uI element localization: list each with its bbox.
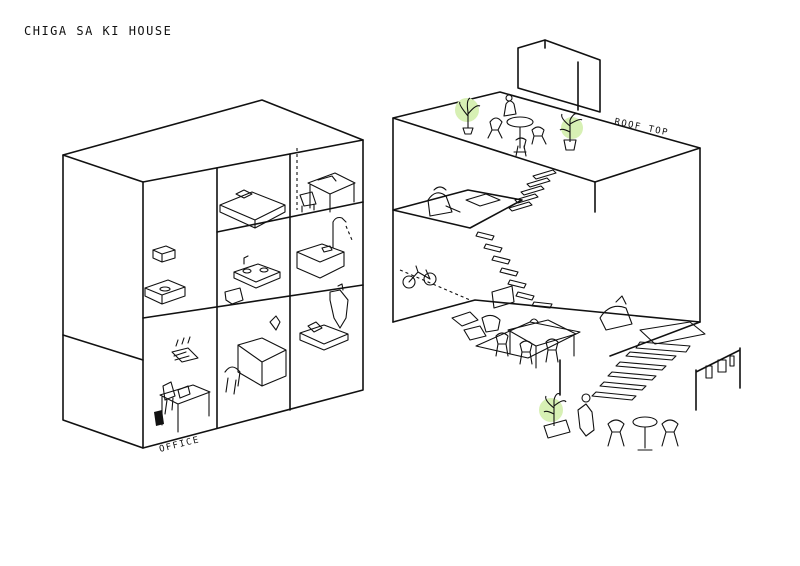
bed-icon xyxy=(219,191,286,229)
staircase-steps xyxy=(475,169,691,401)
garden-chair-icon-2 xyxy=(661,419,679,447)
garden-person-icon xyxy=(577,403,595,437)
office-chair-icon xyxy=(162,381,176,415)
monitor-icon xyxy=(177,385,191,399)
printer-icon xyxy=(154,410,164,426)
cushion-icon xyxy=(307,321,323,333)
garden-table-icon xyxy=(632,416,658,428)
dining-platform xyxy=(475,321,581,359)
pouf-icon xyxy=(463,325,487,341)
right-building: ROOF TOP xyxy=(392,39,741,451)
dining-chair-icon-2 xyxy=(519,340,533,365)
rooftop-plant-icon-2 xyxy=(559,113,583,142)
rooftop-chair-icon-3 xyxy=(515,137,527,157)
ground-dashed-line xyxy=(399,269,471,301)
sofa-bed-icon xyxy=(237,337,287,387)
laundry-basket-icon xyxy=(224,287,244,305)
basin-icon-2 xyxy=(259,267,269,273)
dining-chair-icon-3 xyxy=(545,338,559,363)
dining-table-legs-icon xyxy=(509,331,575,369)
left-building-front-face xyxy=(62,154,144,449)
rooftop-plant-glow xyxy=(455,98,479,122)
sink-icon xyxy=(159,286,171,292)
desk-icon xyxy=(307,172,356,213)
rooftop-plant-icon xyxy=(459,97,481,128)
dining-chair-icon xyxy=(495,332,509,357)
rooftop-slab xyxy=(392,91,701,183)
person-head-icon xyxy=(505,94,513,102)
ground-floor-slab xyxy=(392,299,701,357)
box-icon xyxy=(152,245,176,263)
bicycle-wheel-icon-2 xyxy=(423,272,437,286)
bicycle-icon xyxy=(408,265,431,283)
left-building: OFFICE xyxy=(62,99,364,455)
left-floor-line-front xyxy=(62,334,144,361)
middle-floor-slab xyxy=(392,189,523,229)
bookshelf-icon xyxy=(171,347,199,363)
rooftop-planter-icon-2 xyxy=(563,139,577,151)
rooftop-penthouse xyxy=(517,39,601,113)
lounge-chair-icon xyxy=(427,192,461,217)
armchair-icon xyxy=(224,366,241,395)
shower-water-icon xyxy=(345,225,353,241)
left-floor-line-middle xyxy=(142,284,364,319)
floor-chair-icon xyxy=(481,314,501,333)
bean-bag-icon xyxy=(599,305,633,331)
faucet-icon xyxy=(243,255,249,265)
bean-bag-top-icon xyxy=(615,295,627,305)
towel-icon xyxy=(321,245,333,253)
bicycle-wheel-icon xyxy=(402,275,416,289)
left-building-side-face xyxy=(142,139,364,449)
rooftop-planter-icon xyxy=(462,127,474,135)
shower-head-icon xyxy=(332,216,347,249)
chair-icon xyxy=(299,191,317,213)
lounge-cushion-icon xyxy=(433,186,447,191)
rooftop-chair-icon xyxy=(487,117,503,139)
coffee-table-icon xyxy=(451,311,479,327)
vase-icon xyxy=(269,315,281,331)
rooftop-label: ROOF TOP xyxy=(613,117,669,138)
low-bed-icon xyxy=(299,324,349,351)
garden-plant-icon xyxy=(543,393,567,426)
dining-person-icon xyxy=(529,318,539,323)
drawing-title: CHIGA SA KI HOUSE xyxy=(24,24,172,38)
garden-planter-icon xyxy=(543,419,571,439)
left-building-roof xyxy=(62,99,364,156)
laptop-icon xyxy=(317,175,337,182)
rooftop-table-leg-icon xyxy=(513,126,527,153)
tv-screen-icon xyxy=(491,285,515,309)
left-floor-line-upper xyxy=(216,201,364,233)
garden-table-leg-icon xyxy=(637,426,653,451)
books-icon xyxy=(175,336,191,347)
basin-icon xyxy=(242,268,252,274)
laundry-icon xyxy=(705,355,735,379)
landing-platform xyxy=(639,321,706,345)
vanity-icon xyxy=(233,263,281,289)
clothes-hanger-icon xyxy=(329,289,349,329)
rooftop-person-icon xyxy=(503,100,517,117)
bathtub-icon xyxy=(296,243,345,279)
clothesline-icon xyxy=(695,347,741,411)
rooftop-table-icon xyxy=(506,116,534,128)
rooftop-chair-icon-2 xyxy=(531,126,547,145)
garden-person-head-icon xyxy=(581,393,591,403)
kitchen-counter-icon xyxy=(144,279,186,305)
office-desk-icon xyxy=(159,384,211,433)
rug-icon xyxy=(465,193,501,207)
pillow-icon xyxy=(235,189,253,199)
garden-chair-icon xyxy=(607,419,625,447)
hanger-hook-icon xyxy=(337,283,344,291)
